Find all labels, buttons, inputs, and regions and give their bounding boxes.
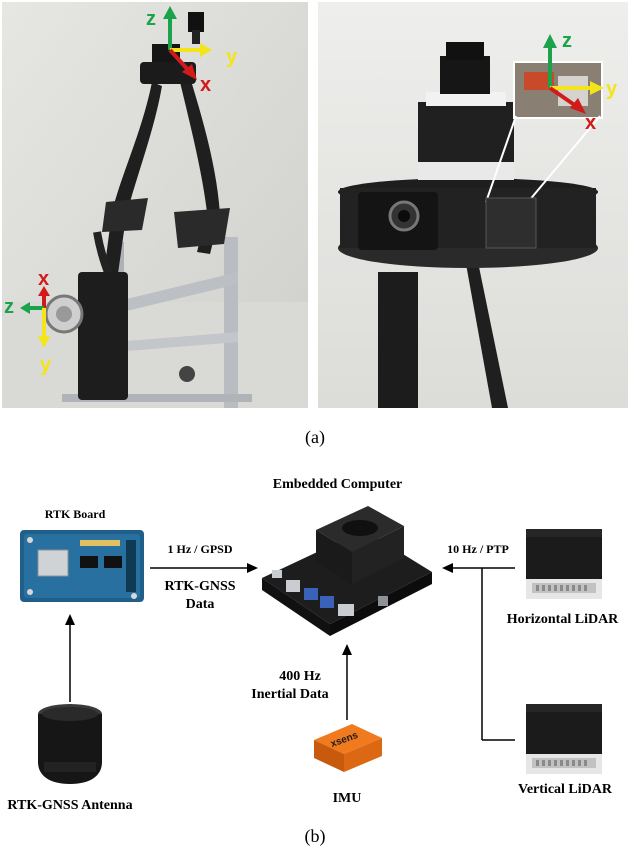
vertical-lidar-image	[526, 704, 602, 774]
label-imu: IMU	[332, 791, 362, 806]
axes-right-photo	[543, 34, 604, 114]
embedded-computer-image	[262, 506, 432, 636]
axis-label-x-right: x	[585, 112, 597, 134]
label-rtk-antenna: RTK-GNSS Antenna	[7, 798, 133, 813]
label-rtk-board: RTK Board	[44, 507, 106, 521]
label-imu-rate: 400 Hz	[279, 669, 321, 684]
rtk-board-image	[20, 530, 144, 602]
diagram-connectors	[65, 563, 515, 741]
axis-label-x-side: x	[38, 268, 50, 290]
axis-label-x-top: x	[200, 74, 212, 96]
label-rtk-rate: 1 Hz / GPSD	[167, 542, 233, 556]
photo-sensor-head	[318, 2, 628, 408]
label-lidar-rate: 10 Hz / PTP	[447, 542, 509, 556]
axis-label-z-right: z	[562, 30, 572, 52]
caption-b: (b)	[304, 826, 326, 846]
axis-label-y-top: y	[226, 46, 238, 68]
axes-side-left-photo	[20, 286, 50, 348]
label-horizontal-lidar: Horizontal LiDAR	[506, 612, 619, 627]
axis-label-y-right: y	[606, 78, 618, 100]
label-rtk-data-line2: Data	[185, 597, 215, 612]
label-embedded-computer: Embedded Computer	[272, 477, 403, 492]
axes-top-left-photo	[163, 6, 212, 80]
photo-handheld-device	[2, 2, 308, 408]
label-rtk-data-line1: RTK-GNSS	[164, 579, 236, 594]
arrowhead-rtk-to-computer	[247, 563, 258, 573]
axis-label-z-top: z	[146, 8, 156, 30]
axis-label-y-side: y	[40, 354, 52, 376]
arrowhead-imu-to-computer	[342, 644, 352, 655]
horizontal-lidar-image	[526, 529, 602, 599]
label-imu-data: Inertial Data	[251, 687, 329, 702]
label-vertical-lidar: Vertical LiDAR	[518, 782, 612, 797]
imu-image: xsens	[314, 724, 382, 772]
caption-a: (a)	[305, 427, 325, 447]
arrowhead-lidar-to-computer	[442, 563, 453, 573]
axis-label-z-side: z	[4, 296, 14, 318]
arrowhead-antenna-to-board	[65, 614, 75, 625]
rtk-antenna-image	[38, 704, 102, 784]
